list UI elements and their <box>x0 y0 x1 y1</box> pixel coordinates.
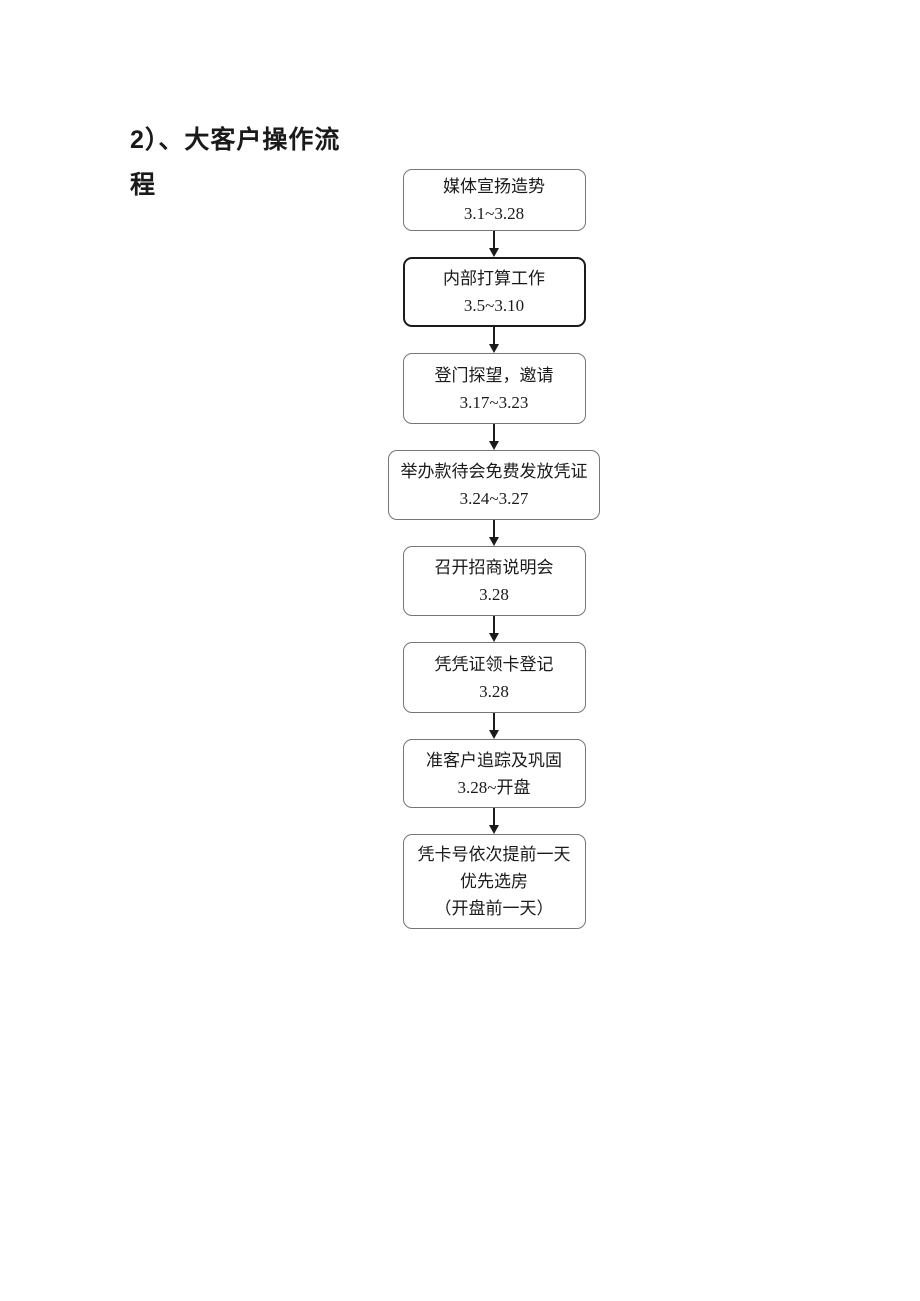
node-note: （开盘前一天） <box>434 899 554 918</box>
section-heading-line-1: 2）、大客户操作流 <box>130 126 341 154</box>
node-label: 凭卡号依次提前一天 <box>417 845 571 864</box>
node-dates: 3.28 <box>479 681 509 701</box>
flowchart: 媒体宣扬造势 3.1~3.28 内部打算工作 3.5~3.10 登门探望，邀请 … <box>388 169 600 929</box>
node-label: 媒体宣扬造势 <box>443 177 545 196</box>
node-label: 举办款待会免费发放凭证 <box>400 462 588 481</box>
node-dates: 3.5~3.10 <box>463 296 525 315</box>
arrow-line <box>493 327 495 344</box>
node-dates: 3.17~3.23 <box>459 392 529 412</box>
flow-node-priority-house-selection: 凭卡号依次提前一天 优先选房 （开盘前一天） <box>402 834 586 929</box>
node-label: 登门探望，邀请 <box>434 365 554 385</box>
node-dates: 3.1~3.28 <box>463 204 525 223</box>
flow-node-reception-voucher-distribution: 举办款待会免费发放凭证 3.24~3.27 <box>388 450 600 520</box>
arrow-line <box>493 808 495 825</box>
arrow-line <box>493 713 495 730</box>
flow-arrow <box>489 327 499 353</box>
flow-node-investment-briefing: 召开招商说明会 3.28 <box>402 546 586 616</box>
arrow-line <box>493 231 495 248</box>
section-heading-line-2: 程 <box>130 171 157 199</box>
node-label: 优先选房 <box>460 872 528 891</box>
flow-arrow <box>489 424 499 450</box>
node-label: 准客户追踪及巩固 <box>426 750 562 770</box>
arrow-head-down-icon <box>489 248 499 257</box>
arrow-head-down-icon <box>489 344 499 353</box>
node-label: 凭凭证领卡登记 <box>434 654 554 674</box>
node-dates: 3.24~3.27 <box>459 489 529 508</box>
flow-arrow <box>489 231 499 257</box>
flow-node-door-visit-invitation: 登门探望，邀请 3.17~3.23 <box>402 353 586 424</box>
flow-node-card-registration: 凭凭证领卡登记 3.28 <box>402 642 586 713</box>
section-heading: 2）、大客户操作流 程 <box>130 118 340 208</box>
arrow-line <box>493 520 495 537</box>
flow-arrow <box>489 808 499 834</box>
flow-arrow <box>489 713 499 739</box>
arrow-head-down-icon <box>489 825 499 834</box>
node-label: 内部打算工作 <box>443 269 545 288</box>
flow-node-prospect-follow-up: 准客户追踪及巩固 3.28~开盘 <box>402 739 586 808</box>
flow-arrow <box>489 520 499 546</box>
arrow-head-down-icon <box>489 537 499 546</box>
arrow-head-down-icon <box>489 633 499 642</box>
arrow-line <box>493 424 495 441</box>
arrow-head-down-icon <box>489 441 499 450</box>
flow-node-media-publicity: 媒体宣扬造势 3.1~3.28 <box>402 169 586 231</box>
node-dates: 3.28 <box>479 585 509 604</box>
flow-node-internal-preparation: 内部打算工作 3.5~3.10 <box>402 257 586 327</box>
arrow-head-down-icon <box>489 730 499 739</box>
flow-arrow <box>489 616 499 642</box>
node-dates: 3.28~开盘 <box>457 777 531 797</box>
arrow-line <box>493 616 495 633</box>
node-label: 召开招商说明会 <box>434 558 554 577</box>
